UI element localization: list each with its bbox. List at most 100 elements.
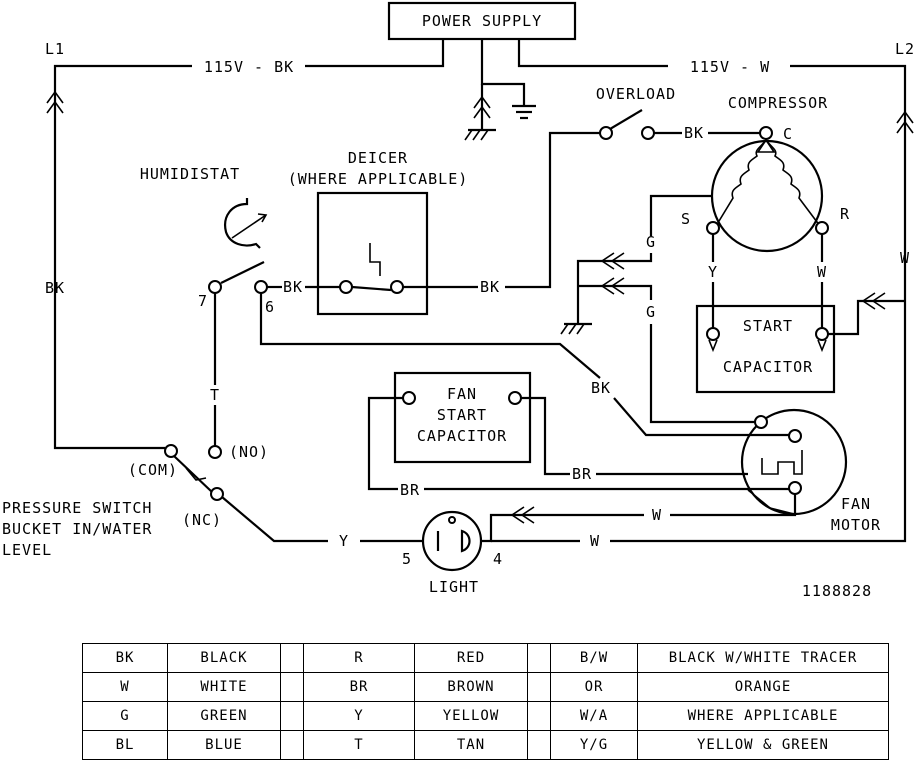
legend-code: BL: [82, 730, 168, 760]
start-capacitor-arrow-right-icon: [817, 339, 827, 353]
legend-gap: [527, 730, 551, 760]
ground-chassis-icon: [560, 322, 592, 335]
legend-gap: [280, 701, 304, 731]
wire-label-w-comp: W: [817, 263, 827, 281]
light-label: LIGHT: [429, 578, 479, 596]
legend-gap: [527, 701, 551, 731]
fan-bk-wire-a: [259, 293, 601, 379]
pressure-switch-label-3: LEVEL: [2, 541, 52, 559]
legend-code: R: [303, 643, 415, 673]
fan-w-arrow-icon: [510, 506, 535, 524]
compressor-ground-wire: [649, 194, 713, 236]
fan-motor-terminal-ground: [754, 415, 768, 429]
legend-code: W: [82, 672, 168, 702]
fan-start-capacitor-label-1: FAN: [447, 385, 477, 403]
humidistat-label: HUMIDISTAT: [140, 165, 240, 183]
ground-arrow-lower-icon: [600, 277, 625, 295]
l1-label: L1: [45, 40, 65, 58]
l2-supply-wire: [517, 39, 668, 68]
legend-gap: [280, 730, 304, 760]
humidistat-terminal-6: [254, 280, 268, 294]
legend-code: G: [82, 701, 168, 731]
legend-gap: [527, 672, 551, 702]
wiring-diagram: POWER SUPPLY 115V - BK L1 BK 115V - W L2…: [2, 1, 915, 600]
compressor-s-label: S: [681, 210, 691, 228]
l1-arrow-icon: [46, 90, 64, 114]
compressor-c-label: C: [783, 125, 793, 143]
compressor-terminal-s: [706, 221, 720, 235]
br-lower-wire-a: [367, 396, 403, 491]
terminal-7-label: 7: [198, 292, 208, 310]
deicer-label-1: DEICER: [348, 149, 408, 167]
w-fan-wire-a: [670, 494, 797, 517]
humidistat-switch-blade: [220, 261, 265, 284]
overload-switch: [599, 109, 655, 140]
com-label: (COM): [128, 461, 178, 479]
legend-color-name: BLACK W/WHITE TRACER: [637, 643, 889, 673]
pressure-switch-blade-icon: [173, 455, 213, 493]
w-fan-wire-b: [482, 513, 644, 543]
legend-code: BR: [303, 672, 415, 702]
legend-code: OR: [550, 672, 638, 702]
legend-color-name: WHITE: [167, 672, 281, 702]
compressor-housing: [710, 139, 824, 253]
l2-arrow-icon: [896, 110, 914, 134]
legend-color-name: YELLOW: [414, 701, 528, 731]
legend-code: Y: [303, 701, 415, 731]
start-capacitor-terminal-right: [815, 327, 829, 341]
legend-color-name: WHERE APPLICABLE: [637, 701, 889, 731]
l2-tap-arrow-icon: [861, 292, 886, 310]
fan-start-capacitor-box: [393, 371, 532, 464]
wire-label-g-lower: G: [646, 303, 656, 321]
part-number: 1188828: [802, 582, 872, 600]
fan-motor-windings: [747, 450, 803, 515]
wire-label-y-comp: Y: [708, 263, 718, 281]
compressor-r-label: R: [840, 205, 850, 223]
deicer-to-overload-wire: [505, 131, 600, 289]
legend-gap: [280, 643, 304, 673]
l2-supply-label: 115V - W: [690, 58, 770, 76]
wire-label-bk-left: BK: [45, 279, 65, 297]
start-capacitor-box: [695, 304, 836, 394]
terminal-5-label: 5: [402, 550, 412, 568]
wire-label-y-light: Y: [339, 532, 349, 550]
wire-label-t: T: [210, 386, 220, 404]
l1-bk-wire: [53, 64, 192, 450]
ground-bus-upper: [576, 253, 653, 324]
pressure-switch-label-2: BUCKET IN/WATER: [2, 520, 152, 538]
legend-color-name: GREEN: [167, 701, 281, 731]
legend-color-name: TAN: [414, 730, 528, 760]
pressure-switch-terminal-no: [208, 445, 222, 459]
l2-w-wire: [610, 64, 907, 543]
wire-label-br-lower: BR: [400, 481, 420, 499]
deicer-thermostat-icon: [351, 243, 392, 292]
ground-arrow-upper-icon: [600, 252, 625, 270]
compressor-terminal-r: [815, 221, 829, 235]
pressure-switch-terminal-nc: [210, 487, 224, 501]
start-capacitor-label-2: CAPACITOR: [723, 358, 813, 376]
legend-color-name: BLACK: [167, 643, 281, 673]
no-label: (NO): [229, 443, 269, 461]
start-capacitor-arrow-left-icon: [708, 339, 718, 353]
legend-gap: [280, 672, 304, 702]
legend-code: T: [303, 730, 415, 760]
y-light-wire-b: [221, 496, 328, 543]
wire-label-w-fan: W: [652, 506, 662, 524]
l2-label: L2: [895, 40, 915, 58]
wire-label-bk-overload: BK: [684, 124, 704, 142]
wire-label-bk-deicer: BK: [480, 278, 500, 296]
overload-label: OVERLOAD: [596, 85, 676, 103]
l1-supply-wire: [305, 39, 445, 68]
legend-color-name: YELLOW & GREEN: [637, 730, 889, 760]
fan-start-capacitor-terminal-left: [402, 391, 416, 405]
terminal-6-label: 6: [265, 298, 275, 316]
deicer-terminal-right: [390, 280, 404, 294]
wire-label-bk-humid: BK: [283, 278, 303, 296]
compressor-terminal-c: [759, 126, 773, 140]
pressure-switch-label-1: PRESSURE SWITCH: [2, 499, 152, 517]
pressure-switch-terminal-com: [164, 444, 178, 458]
